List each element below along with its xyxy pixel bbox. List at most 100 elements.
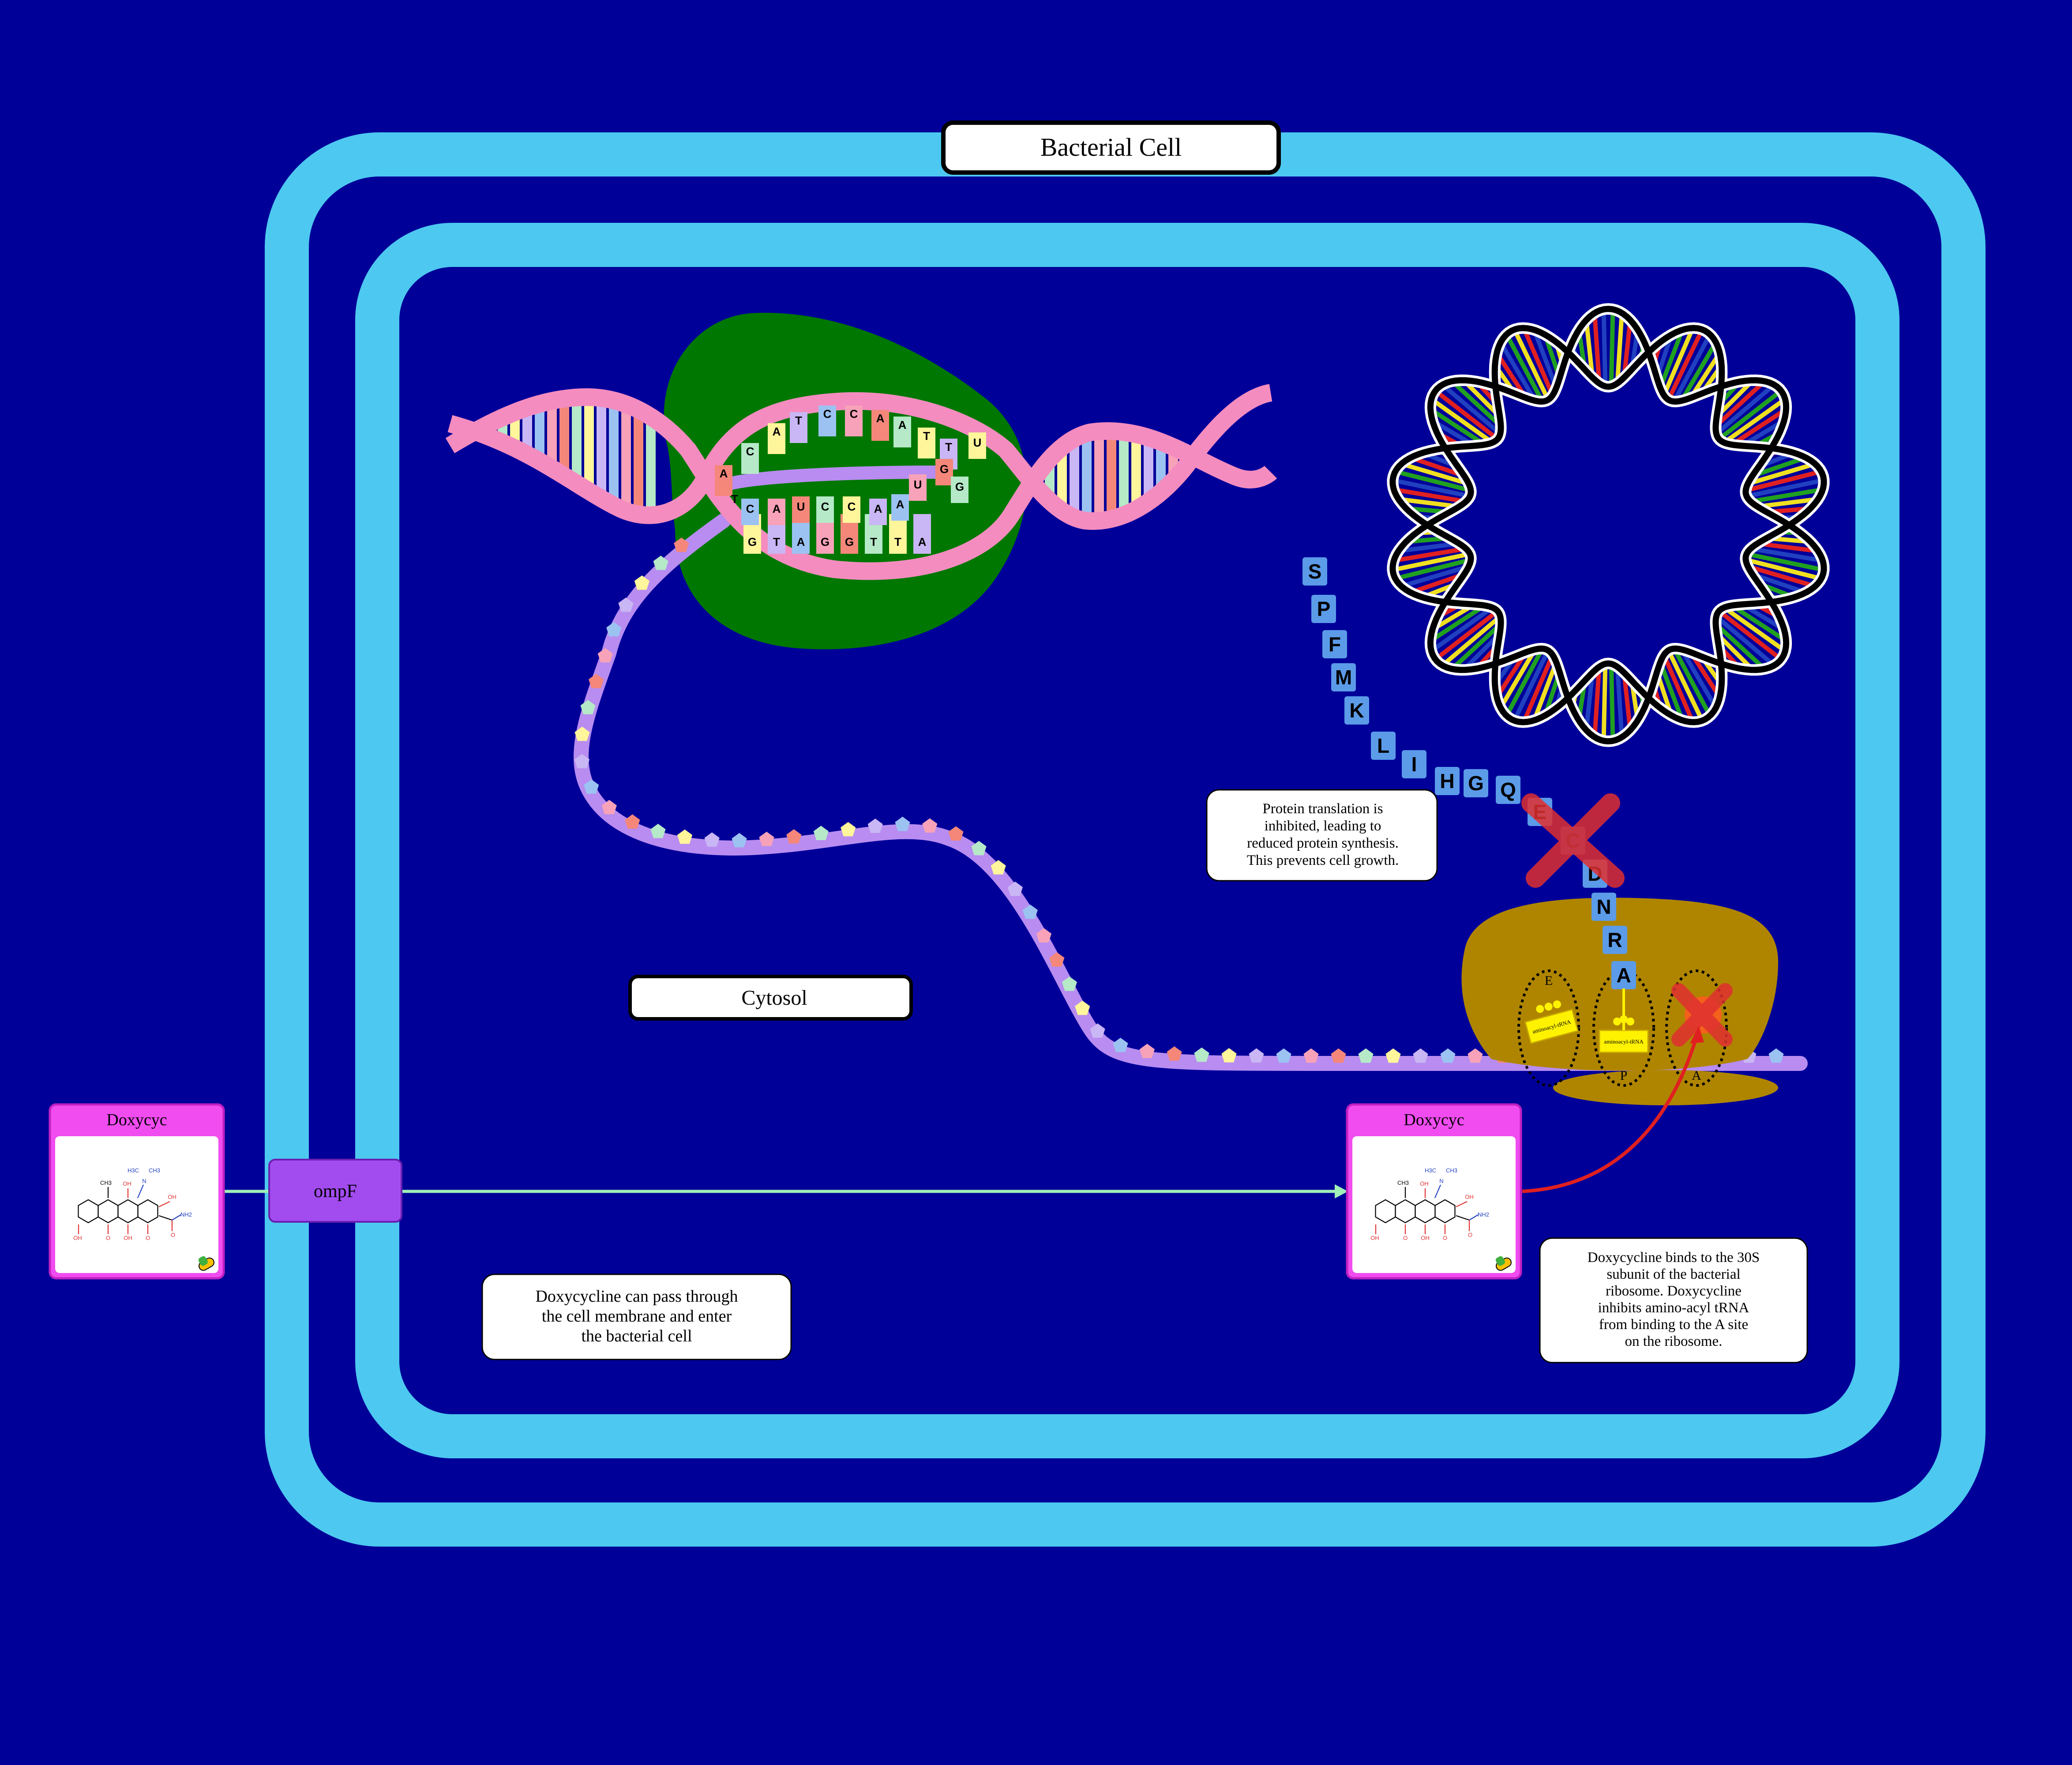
plasmid-base-pair	[1609, 309, 1615, 387]
plasmid-base-pair	[1747, 564, 1816, 589]
amino-acid	[1322, 630, 1347, 658]
plasmid-base-pair	[1398, 541, 1460, 553]
mrna-nucleotide	[1249, 1048, 1264, 1063]
plasmid-base-pair	[1746, 478, 1824, 499]
ribosome-small-subunit	[1553, 1070, 1778, 1105]
rna-base	[935, 459, 953, 485]
amino-acid	[1435, 767, 1460, 795]
svg-text:H3C: H3C	[1425, 1167, 1436, 1174]
dna-strand-2	[445, 388, 1277, 580]
amino-acid	[1464, 769, 1488, 797]
mrna-nucleotide	[1007, 882, 1023, 896]
coding-base-letter: T	[773, 535, 780, 548]
svg-text:CH3: CH3	[1397, 1179, 1409, 1186]
mrna-nucleotide	[589, 674, 604, 688]
plasmid-base-pair	[1672, 333, 1712, 403]
amino-acid	[1344, 696, 1369, 725]
template-base	[893, 417, 911, 447]
cell-title: Bacterial Cell	[1040, 133, 1182, 161]
svg-text:OH: OH	[1370, 1235, 1379, 1241]
plasmid-base-pair	[1441, 383, 1502, 436]
drug-pill-icon	[1495, 1256, 1512, 1271]
plasmid-base-pair	[1757, 497, 1819, 509]
cytosol-label: Cytosol	[628, 975, 913, 1021]
plasmid-base-pair	[1498, 341, 1537, 402]
plasmid-base-pair	[1615, 313, 1624, 383]
site-p-label: P	[1620, 1068, 1628, 1083]
template-base	[768, 423, 785, 454]
plasmid-base-pair	[1441, 615, 1502, 667]
rna-base	[816, 496, 834, 523]
mrna-nucleotide	[618, 597, 634, 612]
amino-acid-letter: R	[1607, 928, 1622, 951]
transport-arrowhead	[1335, 1184, 1348, 1198]
template-base	[918, 428, 935, 458]
plasmid-base-pair	[1745, 469, 1822, 493]
note-binding-line-3: ribosome. Doxycycline	[1606, 1283, 1742, 1299]
rna-base	[909, 474, 927, 501]
ompf-label: ompF	[314, 1181, 357, 1202]
plasmid-base-pair	[1400, 564, 1470, 589]
note-entry-line-3: the bacterial cell	[581, 1327, 692, 1345]
plasmid-base-pair	[1512, 649, 1550, 722]
plasmid-base-pair	[1398, 497, 1460, 509]
template-base	[715, 465, 732, 496]
mrna-nucleotide	[1022, 904, 1038, 919]
mrna-nucleotide	[813, 826, 829, 840]
plasmid-base-pair	[1658, 661, 1685, 721]
note-translation-line-3: reduced protein synthesis.	[1247, 835, 1399, 851]
trna-p-site: aminoacyl-tRNA	[1599, 991, 1649, 1053]
template-base-letter: T	[923, 429, 930, 443]
plasmid-base-pair	[1393, 487, 1467, 504]
note-binding-line-2: subunit of the bacterial	[1607, 1266, 1740, 1282]
drug-pill-icon	[198, 1256, 214, 1271]
mrna-nucleotide	[674, 537, 689, 552]
amino-acid-letter: K	[1349, 699, 1364, 722]
note-translation: Protein translation is inhibited, leadin…	[1206, 789, 1438, 882]
note-binding-line-4: inhibits amino-acyl tRNA	[1598, 1300, 1749, 1316]
note-entry: Doxycycline can pass through the cell me…	[481, 1273, 792, 1360]
mrna-nucleotide	[677, 829, 693, 844]
coding-base-letter: T	[894, 535, 901, 548]
svg-text:O: O	[1443, 1235, 1447, 1241]
plasmid-base-pair	[1746, 552, 1824, 572]
plasmid-base-pair	[1434, 609, 1499, 661]
svg-text:N: N	[1439, 1178, 1443, 1184]
plasmid-base-pair	[1750, 487, 1823, 504]
plasmid-base-pair	[1400, 462, 1470, 486]
note-translation-line-1: Protein translation is	[1262, 801, 1383, 817]
mrna-nucleotide	[650, 823, 666, 838]
amino-acid	[1311, 595, 1336, 623]
mrna-nucleotide	[1385, 1048, 1401, 1063]
doxycycline-inside-label: Doxycyc	[1404, 1111, 1464, 1129]
amino-acid	[1402, 750, 1426, 778]
ribosome-site-e	[1517, 969, 1580, 1087]
mrna-nucleotide	[895, 816, 910, 831]
amino-acid-letter: I	[1411, 753, 1417, 776]
dna-base-pair	[646, 416, 656, 515]
template-base	[790, 412, 807, 443]
mrna-nucleotide	[732, 833, 747, 848]
amino-acid	[1611, 961, 1636, 989]
template-base	[871, 410, 889, 441]
plasmid-base-pair	[1622, 672, 1633, 731]
template-base	[741, 443, 759, 474]
svg-text:OH: OH	[124, 1235, 132, 1241]
plasmid-base-pair	[1730, 407, 1787, 447]
plasmid-base-pair	[1672, 647, 1712, 717]
amino-acid-letter: Q	[1500, 778, 1516, 801]
plasmid-base-pair	[1714, 622, 1766, 671]
amino-acid	[1603, 926, 1627, 954]
amino-acid-letter: G	[1468, 772, 1484, 795]
plasmid-base-pair	[1622, 319, 1633, 378]
dna-base-pair	[1057, 447, 1067, 511]
plasmid-base-pair	[1450, 379, 1502, 428]
mrna-nucleotide	[1768, 1048, 1784, 1063]
template-base	[818, 406, 836, 436]
plasmid-base-pair	[1715, 383, 1776, 436]
amino-acid-letter: H	[1440, 770, 1454, 792]
template-base-letter: T	[945, 440, 952, 454]
mrna-nucleotide	[991, 860, 1006, 875]
